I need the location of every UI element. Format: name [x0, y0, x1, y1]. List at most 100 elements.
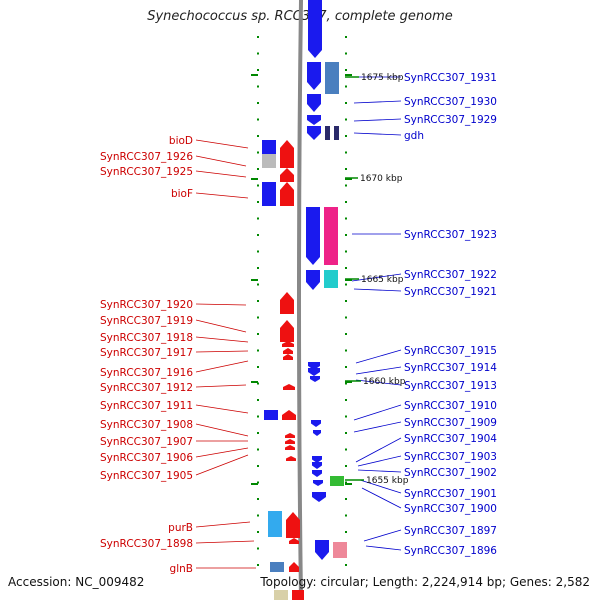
- tick-mark: [345, 432, 347, 434]
- tick-mark: [257, 316, 259, 319]
- gene-forward: [282, 341, 294, 347]
- gene-box: [292, 590, 304, 600]
- reverse-gene-label: SynRCC307_1930: [404, 96, 497, 108]
- gene-box: [264, 410, 278, 420]
- tick-mark: [257, 69, 259, 71]
- reverse-gene-label: SynRCC307_1909: [404, 417, 497, 429]
- tick-mark: [345, 36, 347, 38]
- gene-forward: [289, 538, 299, 544]
- major-tick: [345, 74, 352, 76]
- tick-mark: [257, 498, 259, 500]
- reverse-gene-label: SynRCC307_1929: [404, 114, 497, 126]
- major-tick: [345, 279, 352, 281]
- major-tick: [345, 381, 352, 383]
- forward-gene-label: SynRCC307_1911: [100, 400, 193, 412]
- leader-line: [357, 469, 402, 473]
- tick-mark: [257, 36, 259, 38]
- reverse-gene-label: SynRCC307_1913: [404, 380, 497, 392]
- major-tick: [345, 178, 352, 180]
- tick-mark: [257, 382, 259, 385]
- gene-reverse: [307, 115, 321, 125]
- reverse-gene-label: SynRCC307_1922: [404, 269, 497, 281]
- reverse-gene-label: SynRCC307_1921: [404, 286, 497, 298]
- tick-mark: [257, 217, 259, 220]
- leader-line: [195, 350, 249, 353]
- leader-line: [195, 192, 249, 199]
- tick-mark: [345, 52, 347, 55]
- tick-mark: [257, 349, 259, 352]
- reverse-gene-label: SynRCC307_1923: [404, 229, 497, 241]
- tick-mark: [345, 366, 347, 368]
- tick-mark: [257, 415, 259, 418]
- reverse-gene-label: SynRCC307_1915: [404, 345, 497, 357]
- tick-mark: [345, 514, 347, 517]
- leader-line: [195, 454, 249, 476]
- forward-gene-label: SynRCC307_1905: [100, 470, 193, 482]
- forward-gene-label: SynRCC307_1917: [100, 347, 193, 359]
- tick-mark: [345, 135, 347, 137]
- gene-box: [262, 140, 276, 154]
- tick-mark: [257, 300, 259, 302]
- reverse-gene-label: gdh: [404, 130, 424, 142]
- forward-gene-label: SynRCC307_1916: [100, 367, 193, 379]
- tick-mark: [345, 201, 347, 203]
- gene-reverse: [306, 270, 320, 290]
- ruler-label: 1670 kbp: [360, 174, 403, 184]
- tick-mark: [257, 283, 259, 286]
- gene-features: [262, 0, 347, 600]
- leader-line: [195, 540, 255, 544]
- tick-mark: [345, 85, 347, 88]
- major-tick: [251, 74, 258, 76]
- gene-forward: [286, 456, 296, 461]
- tick-mark: [257, 432, 259, 434]
- gene-forward: [285, 439, 295, 444]
- forward-gene-label: SynRCC307_1908: [100, 419, 193, 431]
- leader-line: [195, 155, 247, 167]
- gene-forward: [289, 562, 299, 572]
- tick-mark: [257, 399, 259, 401]
- ruler-label: 1665 kbp: [361, 275, 404, 285]
- ruler-label: 1655 kbp: [366, 476, 409, 486]
- ruler-label: 1675 kbp: [361, 73, 404, 83]
- tick-mark: [257, 514, 259, 517]
- gene-box: [262, 182, 276, 206]
- tick-mark: [345, 349, 347, 352]
- leader-line: [353, 132, 402, 136]
- label-leader-lines: [195, 76, 402, 569]
- tick-mark: [345, 102, 347, 104]
- reverse-gene-label: SynRCC307_1901: [404, 488, 497, 500]
- tick-mark: [345, 415, 347, 418]
- gene-box: [333, 542, 347, 558]
- leader-line: [195, 319, 247, 333]
- forward-gene-label: SynRCC307_1906: [100, 452, 193, 464]
- gene-reverse: [313, 430, 321, 436]
- gene-reverse: [307, 126, 321, 140]
- major-tick: [251, 279, 258, 281]
- tick-mark: [345, 300, 347, 302]
- tick-mark: [345, 151, 347, 154]
- leader-line: [195, 384, 247, 388]
- forward-gene-label: glnB: [170, 563, 193, 575]
- gene-forward: [286, 512, 300, 538]
- tick-mark: [257, 564, 259, 566]
- tick-mark: [257, 333, 259, 335]
- major-tick: [345, 483, 352, 485]
- gene-forward: [285, 445, 295, 450]
- leader-line: [195, 360, 249, 373]
- tick-mark: [257, 366, 259, 368]
- tick-mark: [257, 234, 259, 236]
- leader-line: [357, 455, 402, 467]
- ruler-label: 1660 kbp: [363, 377, 406, 387]
- forward-gene-label: bioD: [169, 135, 193, 147]
- leader-line: [353, 100, 402, 104]
- gene-reverse: [306, 207, 320, 265]
- ruler-labels: 1675 kbp 1670 kbp 1665 kbp 1660 kbp 1655 kbp: [345, 73, 409, 486]
- tick-mark: [257, 102, 259, 104]
- gene-box: [268, 511, 282, 537]
- forward-gene-labels: bioDSynRCC307_1926SynRCC307_1925bioFSynR…: [100, 135, 193, 575]
- tick-mark: [257, 184, 259, 187]
- gene-reverse: [313, 480, 323, 486]
- leader-line: [361, 487, 402, 509]
- leader-line: [351, 273, 402, 282]
- gene-reverse: [312, 470, 322, 477]
